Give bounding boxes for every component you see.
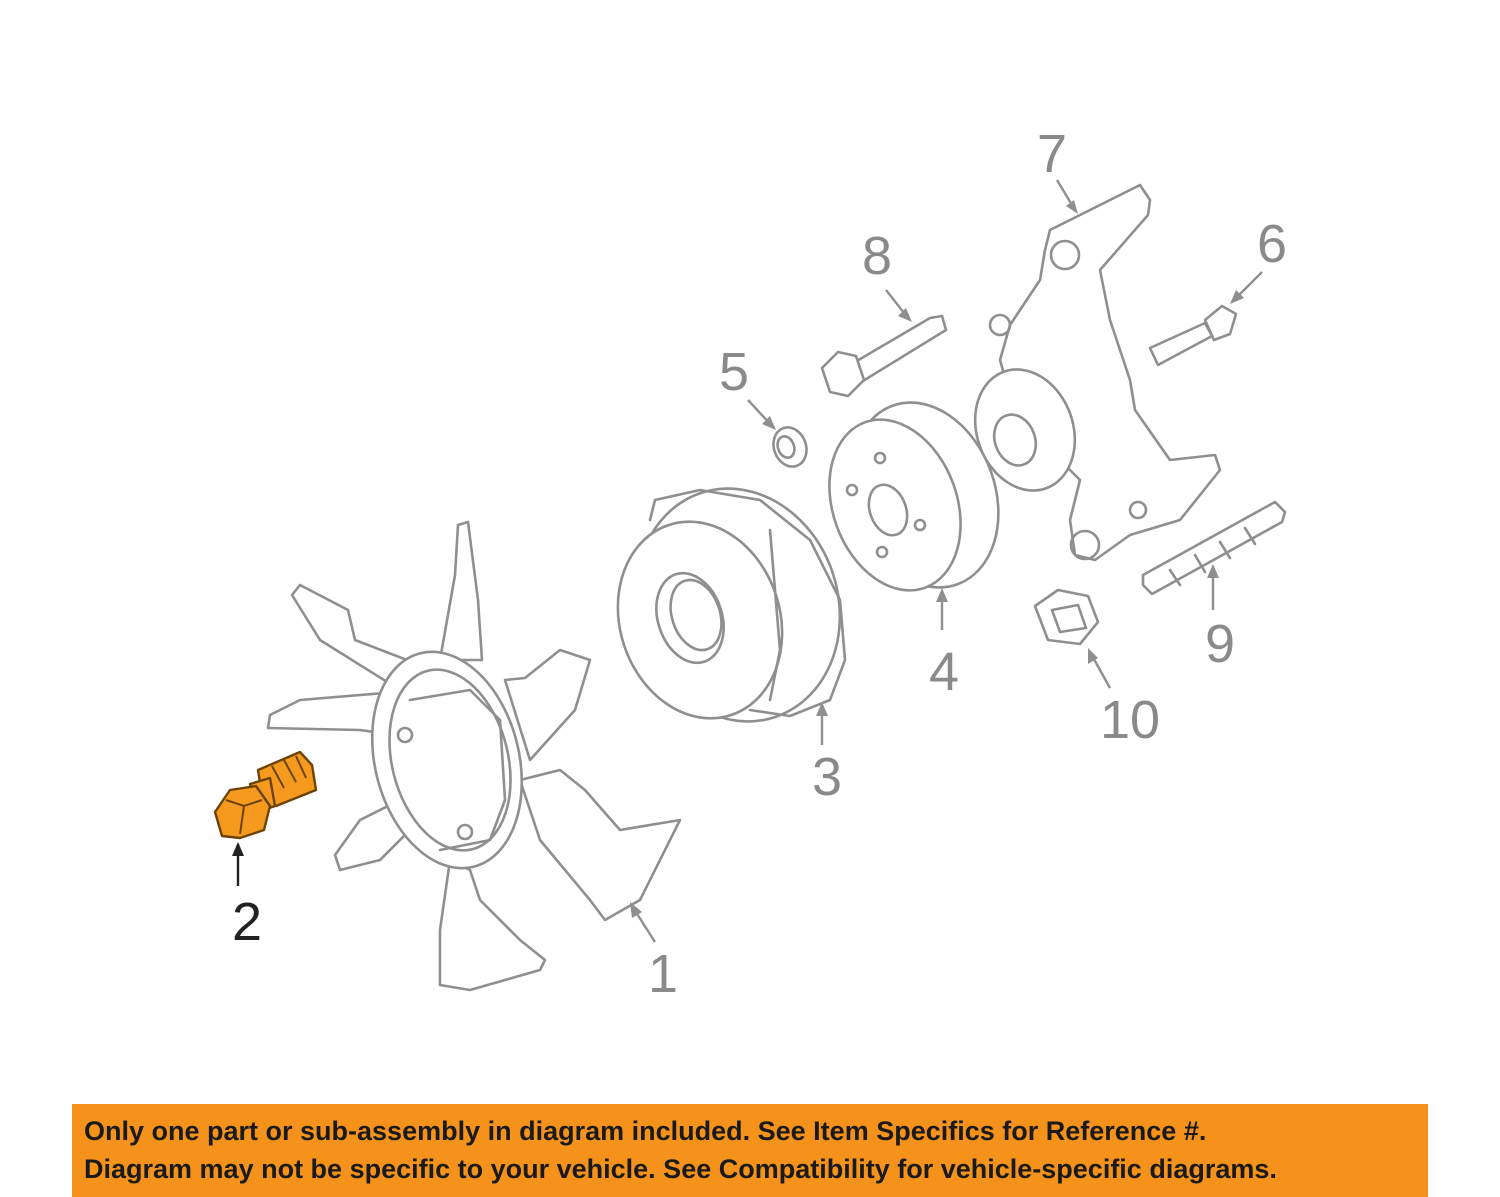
- callout-5: 5: [719, 342, 749, 402]
- fan-blade-part: [266, 520, 682, 992]
- banner-line-2: Diagram may not be specific to your vehi…: [84, 1154, 1277, 1184]
- washer-part: [772, 426, 808, 468]
- callout-4: 4: [929, 642, 959, 702]
- long-bolt-part: [820, 314, 948, 398]
- banner-line-1: Only one part or sub-assembly in diagram…: [84, 1116, 1207, 1146]
- leader-lines: [232, 179, 1263, 943]
- nut-part: [1033, 588, 1100, 646]
- callout-8: 8: [862, 226, 892, 286]
- callout-6: 6: [1257, 214, 1287, 274]
- fan-clutch-part: [616, 487, 847, 723]
- fan-bolt-highlighted-part: [213, 750, 318, 840]
- callout-10: 10: [1100, 690, 1160, 750]
- disclaimer-banner: Only one part or sub-assembly in diagram…: [72, 1104, 1428, 1197]
- callout-1: 1: [648, 944, 678, 1004]
- bracket-part: [973, 183, 1222, 562]
- callout-2: 2: [232, 892, 262, 952]
- callout-9: 9: [1205, 614, 1235, 674]
- callout-3: 3: [812, 747, 842, 807]
- short-bolt-part: [1148, 304, 1238, 367]
- stud-part: [1141, 500, 1287, 596]
- callout-labels: 1 2 3 4 5 6 7 8 9 10: [232, 124, 1287, 1004]
- pulley-part: [828, 401, 1000, 592]
- callout-7: 7: [1037, 124, 1067, 184]
